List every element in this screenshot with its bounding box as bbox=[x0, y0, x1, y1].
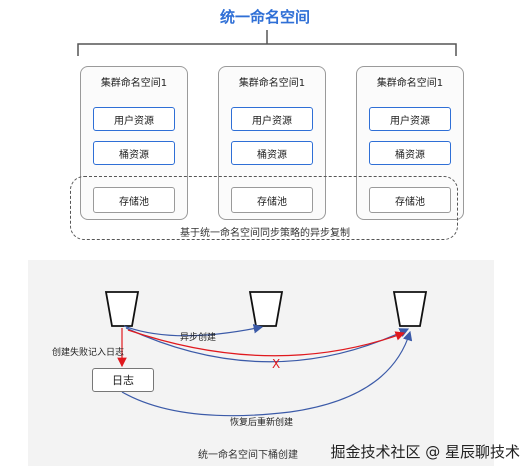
storage-pool-box: 存储池 bbox=[369, 187, 451, 213]
bucket-resource-box: 桶资源 bbox=[369, 141, 451, 165]
async-create-label: 异步创建 bbox=[180, 333, 217, 343]
policy-label: 基于统一命名空间同步策略的异步复制 bbox=[180, 228, 350, 239]
replicate-arrow bbox=[125, 327, 410, 363]
async-replication-region bbox=[70, 176, 458, 240]
bucket-icon bbox=[104, 291, 140, 327]
cluster-1: 集群命名空间1 用户资源 桶资源 存储池 bbox=[80, 66, 188, 220]
bucket-creation-caption: 统一命名空间下桶创建 bbox=[198, 450, 298, 461]
storage-pool-box: 存储池 bbox=[93, 187, 175, 213]
bucket-resource-box: 桶资源 bbox=[93, 141, 175, 165]
user-resource-box: 用户资源 bbox=[93, 107, 175, 131]
fail-log-label: 创建失败记入日志 bbox=[52, 348, 125, 358]
watermark: 掘金技术社区 @ 星辰聊技术 bbox=[330, 443, 520, 461]
log-box: 日志 bbox=[92, 368, 154, 392]
cluster-2: 集群命名空间1 用户资源 桶资源 存储池 bbox=[218, 66, 326, 220]
user-resource-box: 用户资源 bbox=[369, 107, 451, 131]
cluster-3: 集群命名空间1 用户资源 桶资源 存储池 bbox=[356, 66, 464, 220]
async-create-arrow bbox=[123, 323, 264, 337]
storage-pool-box: 存储池 bbox=[231, 187, 313, 213]
bucket-icon bbox=[248, 291, 284, 327]
bucket-resource-box: 桶资源 bbox=[231, 141, 313, 165]
cluster-label: 集群命名空间1 bbox=[100, 78, 168, 89]
cluster-label: 集群命名空间1 bbox=[238, 78, 306, 89]
user-resource-box: 用户资源 bbox=[231, 107, 313, 131]
bucket-icon bbox=[392, 291, 428, 327]
cross-mark: X bbox=[272, 357, 281, 371]
diagram-title: 统一命名空间 bbox=[219, 8, 310, 26]
recover-arrow bbox=[121, 330, 413, 417]
recover-label: 恢复后重新创建 bbox=[230, 418, 294, 428]
failed-create-arrow bbox=[127, 329, 406, 357]
cluster-label: 集群命名空间1 bbox=[376, 78, 444, 89]
